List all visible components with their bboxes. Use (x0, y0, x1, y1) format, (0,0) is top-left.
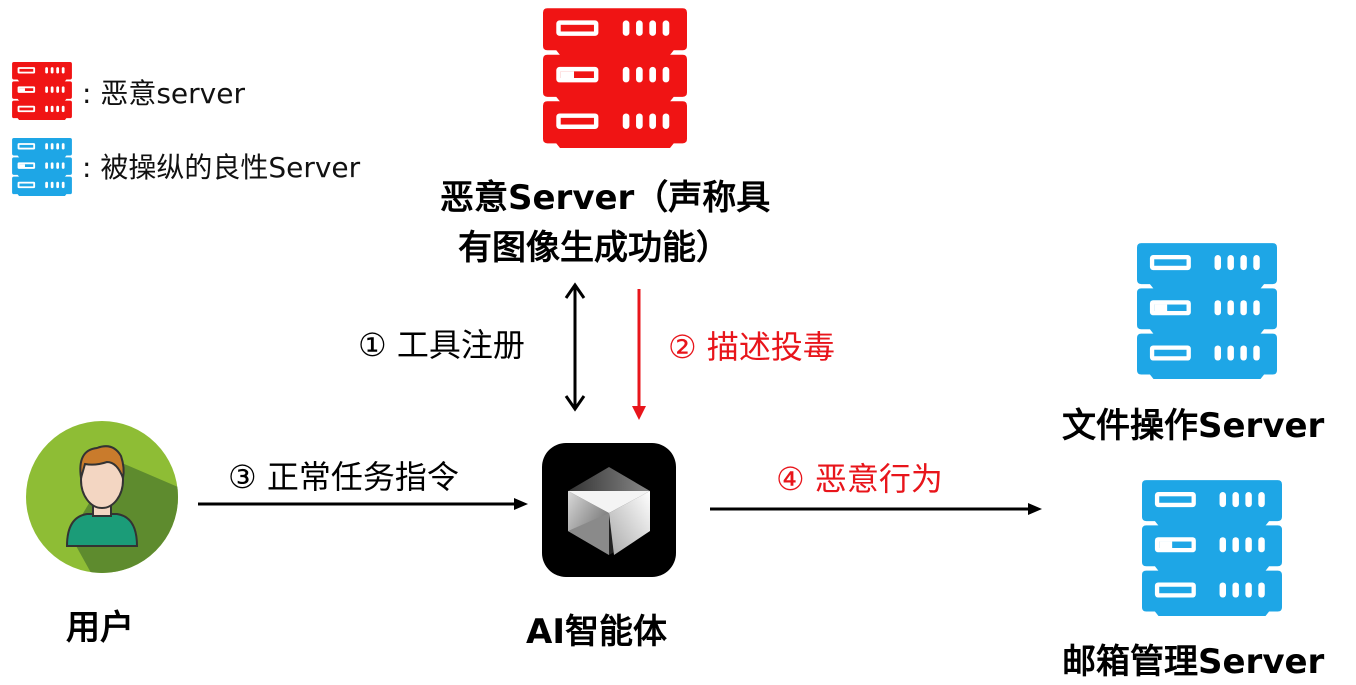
ai-cube-logo-icon (542, 443, 676, 577)
file-server-icon (1137, 243, 1277, 379)
step-2-text: 描述投毒 (706, 328, 835, 366)
server-rack-icon (12, 138, 72, 196)
step-4-number: ④ (776, 460, 805, 498)
malicious-server-icon (543, 8, 687, 148)
malicious-server-label-line2: 有图像生成功能） (458, 228, 730, 268)
step-2-label: ② 描述投毒 (668, 322, 835, 368)
user-avatar-icon (25, 420, 179, 574)
legend-benign-label: : 被操纵的良性Server (82, 151, 361, 184)
file-server-label: 文件操作Server (1062, 406, 1325, 446)
legend-malicious-icon (12, 62, 72, 120)
vertical-arrows (564, 282, 646, 420)
server-rack-icon (1137, 243, 1277, 379)
user-label: 用户 (66, 608, 134, 648)
legend-benign-icon (12, 138, 72, 196)
arrow-malicious-behavior (710, 503, 1042, 515)
step-3-text: 正常任务指令 (266, 458, 459, 496)
legend-malicious-label: : 恶意server (82, 77, 245, 110)
server-rack-icon (543, 8, 687, 148)
step-1-text: 工具注册 (396, 326, 525, 364)
arrow-description-poisoning (632, 289, 646, 420)
step-1-number: ① (358, 326, 387, 364)
mail-server-label: 邮箱管理Server (1062, 642, 1325, 682)
step-4-text: 恶意行为 (814, 460, 943, 498)
agent-label: AI智能体 (526, 612, 667, 652)
step-3-number: ③ (228, 458, 257, 496)
step-2-number: ② (668, 328, 697, 366)
arrow-normal-instruction (198, 498, 528, 510)
mail-server-icon (1142, 480, 1282, 616)
step-3-label: ③ 正常任务指令 (228, 452, 459, 498)
step-4-label: ④ 恶意行为 (776, 454, 943, 500)
step-1-label: ① 工具注册 (358, 320, 525, 366)
server-rack-icon (12, 62, 72, 120)
malicious-server-label-line1: 恶意Server（声称具 (440, 178, 771, 218)
server-rack-icon (1142, 480, 1282, 616)
arrow-tool-registration (564, 282, 586, 412)
